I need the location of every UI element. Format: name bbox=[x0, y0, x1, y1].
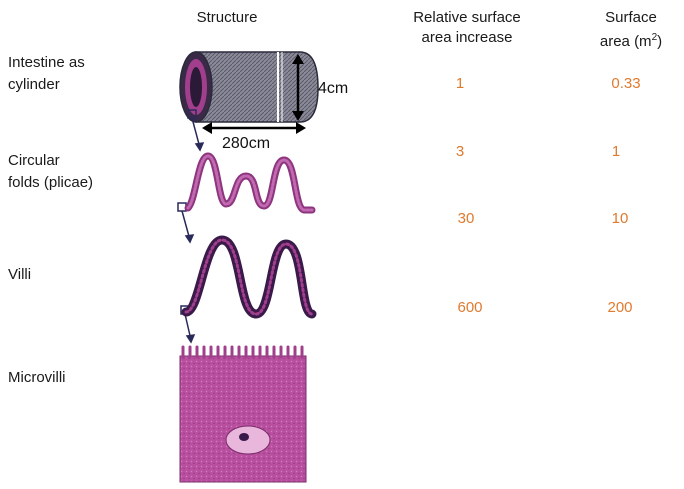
diameter-label: 4cm bbox=[318, 80, 348, 98]
villi-icon bbox=[186, 240, 312, 314]
microvilli-cell-icon bbox=[180, 347, 306, 482]
length-label: 280cm bbox=[222, 135, 270, 153]
circular-folds-icon bbox=[188, 156, 312, 210]
length-arrow-icon bbox=[202, 122, 306, 134]
